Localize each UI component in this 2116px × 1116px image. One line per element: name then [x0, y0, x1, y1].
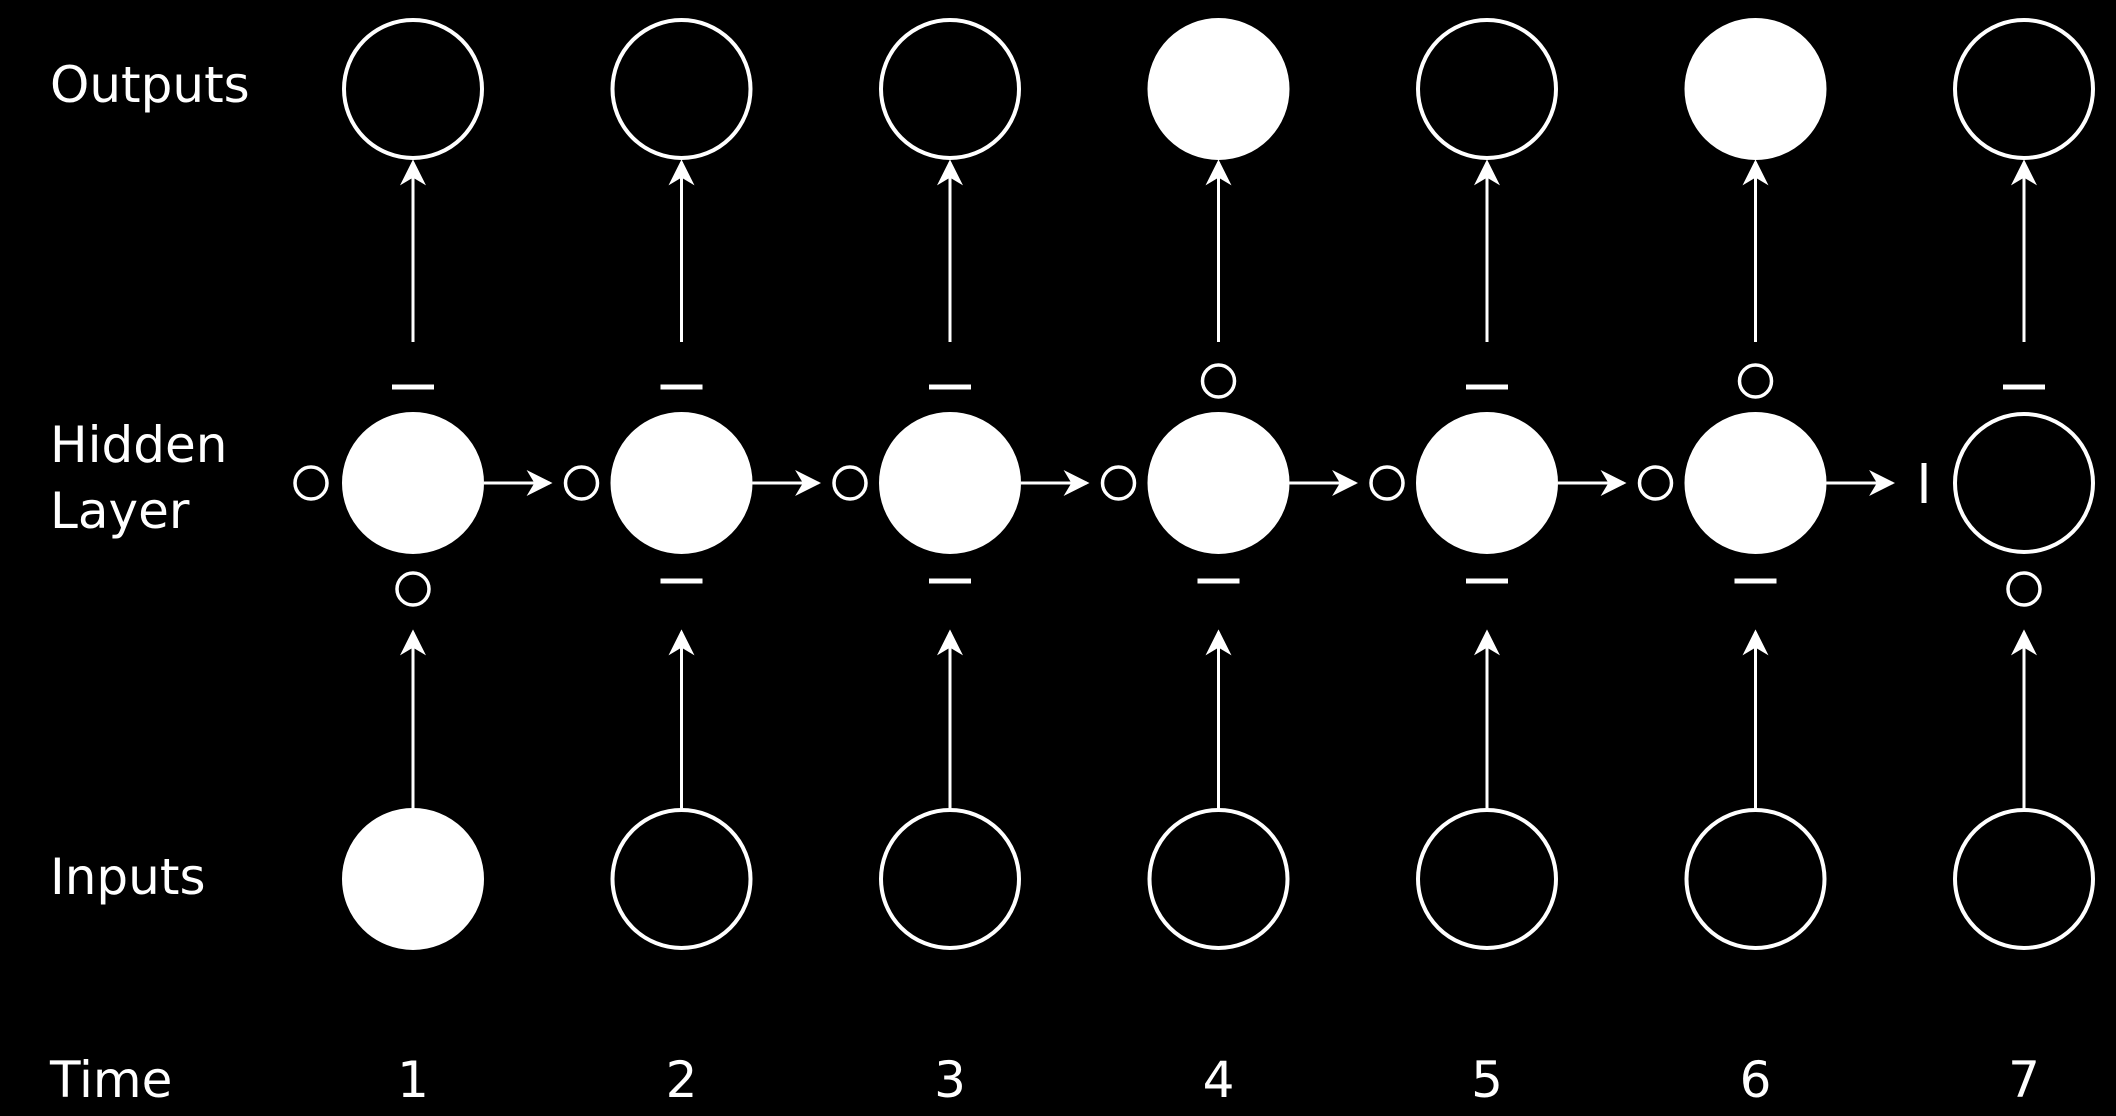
- input-gate-4-closed-gate-icon: [1197, 578, 1240, 584]
- input-node-1: [342, 808, 484, 950]
- input-node-6: [1684, 808, 1827, 950]
- input-gate-3-closed-gate-icon: [929, 578, 971, 584]
- forget-gate-3-open-gate-icon: [832, 465, 868, 501]
- time-step-4: 4: [1202, 1051, 1235, 1109]
- input-gate-1-open-gate-icon: [395, 571, 431, 607]
- input-gate-6-closed-gate-icon: [1734, 578, 1777, 584]
- output-node-4: [1147, 18, 1290, 160]
- output-node-1: [342, 18, 484, 160]
- forget-gate-6-open-gate-icon: [1637, 465, 1674, 501]
- hidden-layer-row-label: Hidden Layer: [50, 416, 228, 540]
- input-gate-7-open-gate-icon: [2006, 571, 2042, 607]
- output-gate-1-closed-gate-icon: [392, 384, 434, 390]
- hidden-node-4: [1147, 412, 1290, 554]
- hidden-node-3: [879, 412, 1021, 554]
- output-gate-4-open-gate-icon: [1200, 363, 1237, 399]
- output-gate-2-closed-gate-icon: [660, 384, 703, 390]
- input-node-7: [1953, 808, 2095, 950]
- hidden-node-1: [342, 412, 484, 554]
- forget-gate-4-open-gate-icon: [1100, 465, 1137, 501]
- output-node-3: [879, 18, 1021, 160]
- input-node-4: [1147, 808, 1290, 950]
- time-step-6: 6: [1739, 1051, 1772, 1109]
- time-step-2: 2: [665, 1051, 698, 1109]
- time-step-7: 7: [2008, 1051, 2040, 1109]
- forget-gate-7-closed-gate-icon: [1921, 463, 1927, 503]
- input-node-3: [879, 808, 1021, 950]
- output-gate-6-open-gate-icon: [1737, 363, 1774, 399]
- time-step-1: 1: [397, 1051, 429, 1109]
- output-node-2: [610, 18, 753, 160]
- input-node-5: [1416, 808, 1558, 950]
- input-gate-5-closed-gate-icon: [1466, 578, 1508, 584]
- output-node-6: [1684, 18, 1827, 160]
- input-gate-2-closed-gate-icon: [660, 578, 703, 584]
- hidden-node-7: [1953, 412, 2095, 554]
- forget-gate-5-open-gate-icon: [1369, 465, 1405, 501]
- output-gate-5-closed-gate-icon: [1466, 384, 1508, 390]
- forget-gate-1-open-gate-icon: [293, 465, 329, 501]
- output-node-7: [1953, 18, 2095, 160]
- outputs-row-label: Outputs: [50, 56, 250, 114]
- output-node-5: [1416, 18, 1558, 160]
- forget-gate-2-open-gate-icon: [563, 465, 600, 501]
- time-step-3: 3: [934, 1051, 966, 1109]
- output-gate-7-closed-gate-icon: [2003, 384, 2045, 390]
- hidden-node-6: [1684, 412, 1827, 554]
- time-axis-label: Time: [50, 1051, 173, 1109]
- time-step-5: 5: [1471, 1051, 1503, 1109]
- hidden-node-5: [1416, 412, 1558, 554]
- input-node-2: [610, 808, 753, 950]
- inputs-row-label: Inputs: [50, 848, 206, 906]
- output-gate-3-closed-gate-icon: [929, 384, 971, 390]
- hidden-node-2: [610, 412, 753, 554]
